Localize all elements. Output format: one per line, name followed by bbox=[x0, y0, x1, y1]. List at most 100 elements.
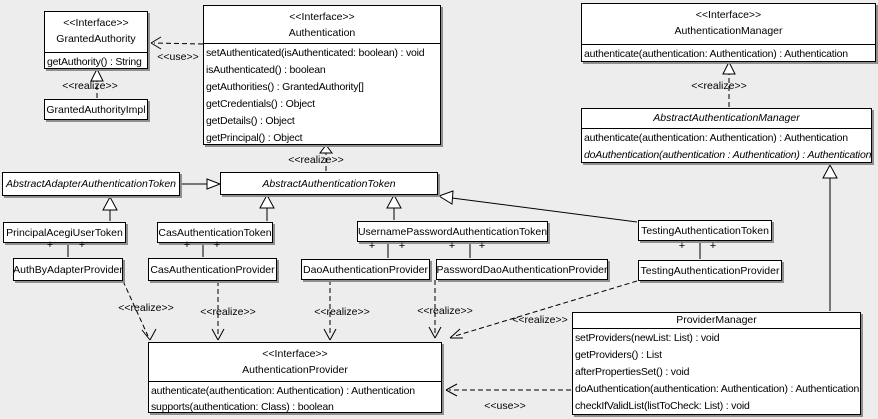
class-name: PrincipalAcegiUserToken bbox=[6, 226, 123, 239]
realize-daoprovider-to-authprovider bbox=[323, 280, 337, 341]
class-name: ProviderManager bbox=[676, 314, 757, 326]
realize-grantedauthorityimpl-to-grantedauthority bbox=[90, 67, 104, 98]
association-end-plus: + bbox=[78, 239, 86, 251]
association-end-plus: + bbox=[478, 240, 486, 252]
class-provider-manager[interactable]: ProviderManager setProviders(newList: Li… bbox=[572, 312, 861, 415]
class-name: CasAuthenticationToken bbox=[158, 226, 272, 239]
method: supports(authentication: Class) : boolea… bbox=[151, 401, 334, 413]
use-label: <<use>> bbox=[157, 51, 199, 63]
generalization-providermanager-to-abstractmanager bbox=[822, 163, 838, 311]
class-principal-acegi-user-token[interactable]: PrincipalAcegiUserToken bbox=[3, 222, 126, 243]
realize-label: <<realize>> bbox=[512, 314, 568, 326]
class-authentication[interactable]: <<Interface>> Authentication setAuthenti… bbox=[203, 5, 441, 145]
class-name: GrantedAuthority bbox=[56, 33, 136, 45]
class-abstract-authentication-token[interactable]: AbstractAuthenticationToken bbox=[220, 172, 438, 195]
association-end-plus: + bbox=[709, 240, 717, 252]
association-end-plus: + bbox=[213, 239, 221, 251]
class-authentication-manager[interactable]: <<Interface>> AuthenticationManager auth… bbox=[581, 3, 876, 62]
class-testing-authentication-provider[interactable]: TestingAuthenticationProvider bbox=[638, 260, 782, 281]
class-name: UsernamePasswordAuthenticationToken bbox=[357, 225, 548, 238]
stereotype: <<Interface>> bbox=[262, 348, 328, 360]
class-name: AuthenticationProvider bbox=[242, 364, 348, 376]
class-cas-authentication-token[interactable]: CasAuthenticationToken bbox=[157, 222, 273, 243]
class-name: AuthByAdapterProvider bbox=[13, 263, 123, 276]
class-name: PasswordDaoAuthenticationProvider bbox=[436, 263, 608, 276]
method: setAuthenticated(isAuthenticated: boolea… bbox=[206, 47, 425, 59]
class-header: <<Interface>> AuthenticationManager bbox=[582, 4, 875, 44]
class-name: AbstractAuthenticationToken bbox=[262, 177, 396, 190]
class-abstract-adapter-authentication-token[interactable]: AbstractAdapterAuthenticationToken bbox=[2, 172, 180, 196]
class-header: <<Interface>> Authentication bbox=[204, 6, 440, 43]
use-authentication-to-grantedauthority bbox=[150, 36, 204, 50]
realize-label: <<realize>> bbox=[288, 154, 344, 166]
realize-label: <<realize>> bbox=[417, 305, 473, 317]
class-name: CasAuthenticationProvider bbox=[150, 263, 275, 276]
class-auth-by-adapter-provider[interactable]: AuthByAdapterProvider bbox=[13, 258, 123, 281]
class-name: TestingAuthenticationProvider bbox=[640, 264, 780, 277]
association-end-plus: + bbox=[183, 239, 191, 251]
realize-label: <<realize>> bbox=[314, 306, 370, 318]
use-providermanager-to-authprovider bbox=[445, 383, 571, 397]
methods-compartment: authenticate(authentication: Authenticat… bbox=[582, 128, 871, 162]
generalization-abstractadapter-to-abstracttoken bbox=[181, 178, 222, 190]
realize-label: <<realize>> bbox=[118, 302, 174, 314]
method: afterPropertiesSet() : void bbox=[575, 366, 690, 378]
class-testing-authentication-token[interactable]: TestingAuthenticationToken bbox=[638, 220, 772, 241]
realize-label: <<realize>> bbox=[62, 80, 118, 92]
methods-compartment: setAuthenticated(isAuthenticated: boolea… bbox=[204, 43, 440, 144]
association-end-plus: + bbox=[448, 240, 456, 252]
class-name: AbstractAuthenticationManager bbox=[653, 112, 800, 124]
realize-label: <<realize>> bbox=[200, 306, 256, 318]
method: getProviders() : List bbox=[575, 349, 662, 361]
stereotype: <<Interface>> bbox=[695, 9, 762, 21]
method: doAuthentication(authentication : Authen… bbox=[584, 149, 871, 161]
class-cas-authentication-provider[interactable]: CasAuthenticationProvider bbox=[148, 258, 277, 281]
class-granted-authority-impl[interactable]: GrantedAuthorityImpl bbox=[44, 99, 148, 120]
realize-testingprovider-to-authprovider bbox=[449, 280, 638, 339]
method: getDetails() : Object bbox=[206, 115, 295, 127]
method: getAuthorities() : GrantedAuthority[] bbox=[206, 81, 364, 93]
method: authenticate(authentication: Authenticat… bbox=[584, 132, 848, 144]
class-name: AuthenticationManager bbox=[674, 25, 783, 37]
class-authentication-provider[interactable]: <<Interface>> AuthenticationProvider aut… bbox=[148, 342, 442, 413]
class-header: ProviderManager bbox=[573, 313, 860, 328]
realize-abstractmanager-to-authenticationmanager bbox=[722, 60, 736, 107]
use-label: <<use>> bbox=[484, 400, 526, 412]
methods-compartment: getAuthority() : String bbox=[45, 52, 147, 68]
method: getAuthority() : String bbox=[47, 56, 142, 68]
generalization-castoken-to-abstracttoken bbox=[259, 193, 275, 221]
class-name: AbstractAdapterAuthenticationToken bbox=[5, 178, 177, 190]
class-name: TestingAuthenticationToken bbox=[641, 224, 769, 237]
methods-compartment: setProviders(newList: List) : void getPr… bbox=[573, 328, 860, 414]
class-username-password-authentication-token[interactable]: UsernamePasswordAuthenticationToken bbox=[357, 221, 548, 242]
class-abstract-authentication-manager[interactable]: AbstractAuthenticationManager authentica… bbox=[581, 108, 872, 163]
method: getCredentials() : Object bbox=[206, 98, 315, 110]
realize-abstracttoken-to-authentication bbox=[319, 144, 333, 171]
method: doAuthentication(authentication: Authent… bbox=[575, 383, 860, 395]
method: checkIfValidList(listToCheck: List) : vo… bbox=[575, 400, 750, 412]
class-granted-authority[interactable]: <<Interface>> GrantedAuthority getAuthor… bbox=[44, 11, 148, 69]
association-end-plus: + bbox=[678, 240, 686, 252]
realize-passworddao-to-authprovider bbox=[428, 280, 442, 339]
generalization-testingtoken-to-abstracttoken bbox=[437, 190, 638, 223]
association-end-plus: + bbox=[398, 240, 406, 252]
class-header: AbstractAuthenticationManager bbox=[582, 109, 871, 128]
stereotype: <<Interface>> bbox=[289, 11, 355, 23]
realize-label: <<realize>> bbox=[691, 80, 747, 92]
class-password-dao-authentication-provider[interactable]: PasswordDaoAuthenticationProvider bbox=[436, 259, 608, 280]
class-name: DaoAuthenticationProvider bbox=[303, 263, 428, 276]
method: authenticate(authentication: Authenticat… bbox=[151, 385, 415, 397]
generalization-usernametoken-to-abstracttoken bbox=[386, 193, 402, 220]
class-name: Authentication bbox=[288, 27, 356, 39]
methods-compartment: authenticate(authentication: Authenticat… bbox=[149, 381, 441, 413]
class-dao-authentication-provider[interactable]: DaoAuthenticationProvider bbox=[301, 259, 430, 280]
method: setProviders(newList: List) : void bbox=[575, 332, 720, 344]
class-header: <<Interface>> GrantedAuthority bbox=[45, 12, 147, 52]
association-end-plus: + bbox=[46, 239, 54, 251]
method: getPrincipal() : Object bbox=[206, 132, 303, 144]
methods-compartment: authenticate(authentication: Authenticat… bbox=[582, 44, 875, 61]
method: authenticate(authentication: Authenticat… bbox=[584, 48, 848, 60]
class-name: GrantedAuthorityImpl bbox=[46, 103, 146, 116]
